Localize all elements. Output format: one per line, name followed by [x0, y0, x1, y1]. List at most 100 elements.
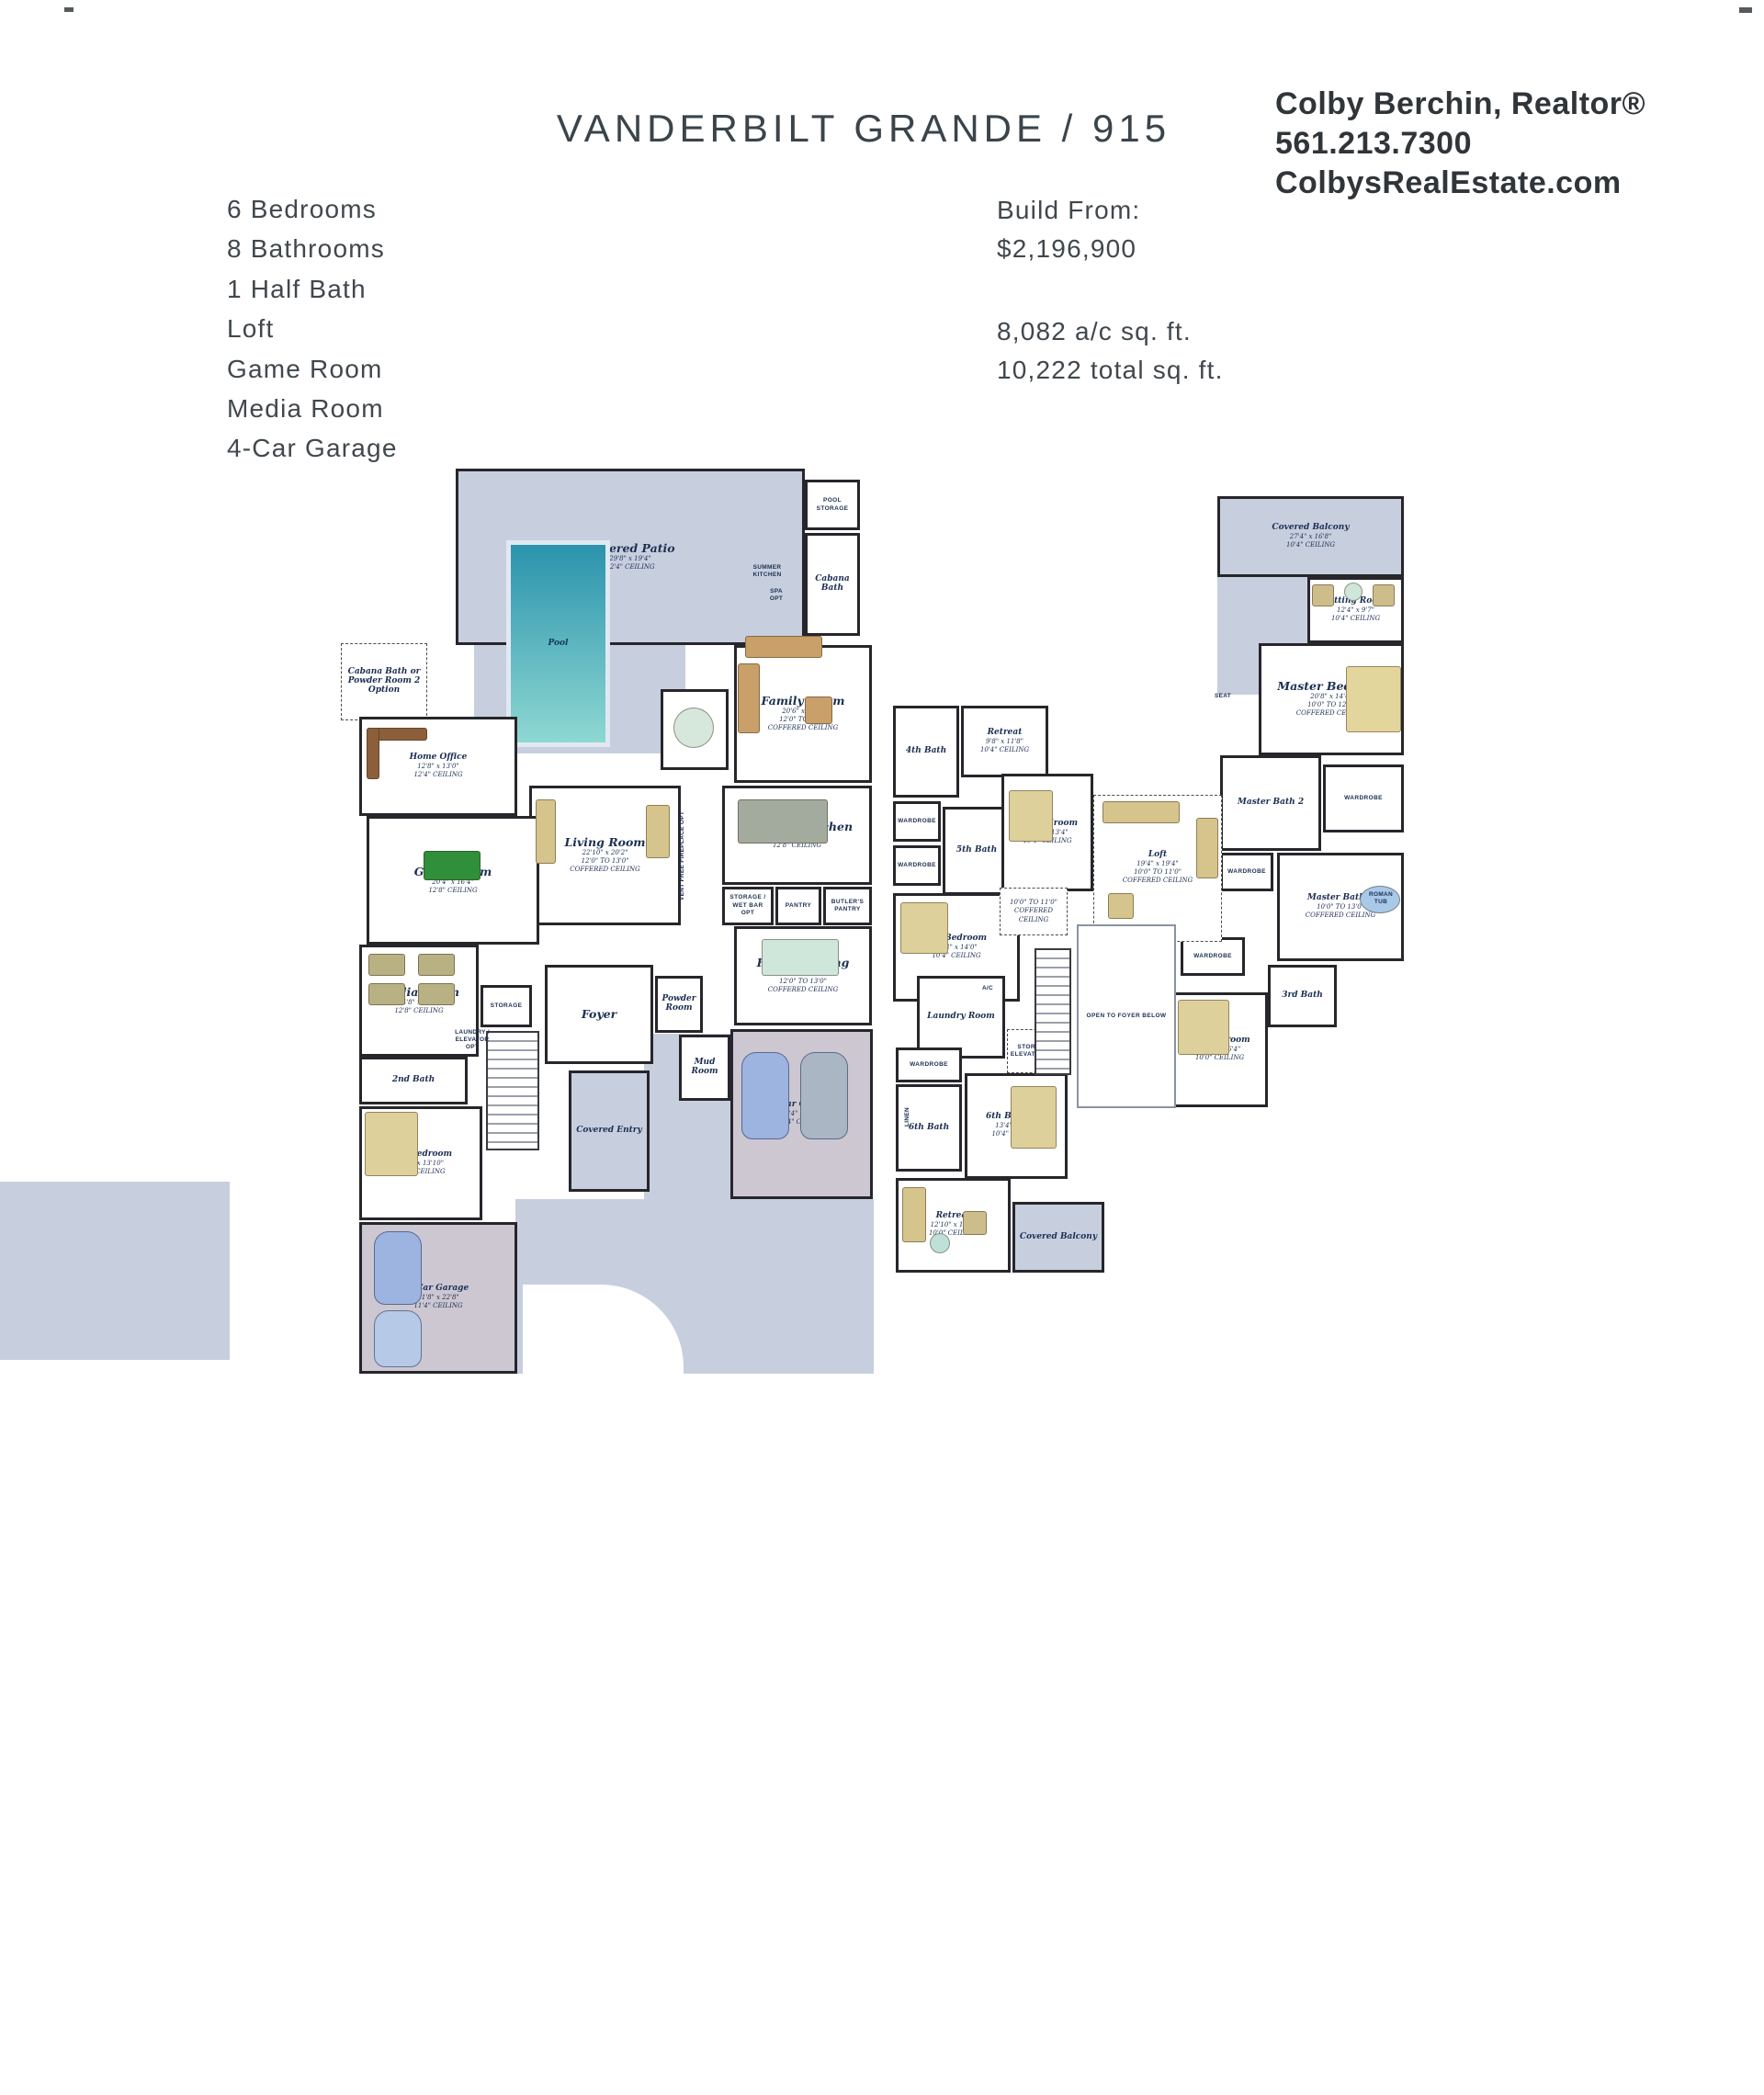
feature-item-4: Game Room	[227, 354, 383, 383]
room-label-covered-balcony-upper: Covered Balcony	[1272, 522, 1350, 532]
agent-phone: 561.213.7300	[1275, 125, 1472, 161]
build-from-label: Build From:	[997, 196, 1141, 224]
furniture-car-right-1	[741, 1052, 789, 1139]
room-label-foyer: Foyer	[581, 1007, 617, 1022]
furniture-pool-table	[424, 851, 481, 880]
room-label-wardrobe-a: WARDROBE	[898, 817, 936, 824]
room-label-cabana-bath: Cabana Bath	[815, 574, 850, 593]
furniture-kitchen-island	[738, 799, 828, 844]
room-dims-living-room-1: 12'0" TO 13'0"	[581, 857, 629, 866]
furniture-media-seat-4	[418, 983, 455, 1005]
room-label-covered-balcony-lower: Covered Balcony	[1019, 1231, 1098, 1241]
room-wardrobe-a: WARDROBE	[893, 801, 941, 842]
feature-item-6: 4-Car Garage	[227, 434, 398, 463]
feature-item-1: 8 Bathrooms	[227, 234, 385, 264]
room-fourth-bath: 4th Bath	[893, 706, 959, 798]
patch-scan-mark-right	[1739, 7, 1752, 13]
furniture-sitting-chair-2	[1373, 584, 1395, 606]
room-dims-media-room-1: 12'8" CEILING	[394, 1006, 444, 1014]
furniture-family-chair	[805, 696, 832, 724]
room-mud-room: Mud Room	[679, 1035, 730, 1101]
room-butlers-pantry: BUTLER'S PANTRY	[823, 887, 872, 925]
room-dims-covered-balcony-upper-0: 27'4" x 16'8"	[1289, 532, 1332, 540]
room-label-powder-room: Powder Room	[662, 994, 696, 1013]
room-dims-two-car-garage-left-0: 21'8" x 22'8"	[417, 1294, 459, 1302]
patch-scan-mark-left	[64, 7, 74, 12]
furniture-office-desk-side	[367, 728, 379, 779]
furniture-car-left-1	[374, 1231, 422, 1305]
room-wardrobe-b: WARDROBE	[893, 845, 941, 886]
room-label-pool: Pool	[548, 638, 569, 648]
room-label-laundry-room: Laundry Room	[927, 1012, 995, 1022]
room-wardrobe-3rd: WARDROBE	[1181, 937, 1245, 976]
room-dims-home-office-1: 12'4" CEILING	[413, 770, 463, 778]
room-sixth-bath: 6th Bath	[896, 1084, 962, 1172]
sqft-block: 8,082 a/c sq. ft. 10,222 total sq. ft.	[997, 312, 1224, 390]
room-dims-covered-balcony-upper-1: 10'4" CEILING	[1285, 540, 1336, 549]
furniture-bed-5th	[900, 902, 948, 954]
room-dims-retreat-lower-0: 12'10" x 16'7"	[930, 1221, 977, 1229]
furniture-bed-3rd	[1178, 1000, 1229, 1055]
room-label-fifth-bedroom: 5th Bedroom	[926, 933, 987, 943]
room-label-sitting-room: Sitting Room	[1325, 595, 1386, 606]
room-dims-master-bedroom-2: COFFERED CEILING	[1295, 709, 1367, 718]
total-sqft: 10,222 total sq. ft.	[997, 356, 1224, 384]
room-label-sixth-bath: 6th Bath	[908, 1122, 950, 1132]
room-label-wardrobe-master: WARDROBE	[1344, 794, 1383, 801]
room-dims-second-bedroom-0: 12'1" x 13'10"	[398, 1159, 444, 1167]
room-label-wardrobe-mb2: WARDROBE	[1227, 867, 1266, 875]
room-pool: Pool	[506, 540, 610, 747]
room-label-covered-entry: Covered Entry	[576, 1126, 642, 1136]
room-dims-second-bedroom-1: 12'4" CEILING	[396, 1167, 446, 1175]
room-label-home-office: Home Office	[409, 752, 468, 762]
stairs-first	[486, 1031, 539, 1150]
label-ac-unit: A/C	[981, 985, 994, 991]
room-dims-loft-0: 19'4" x 19'4"	[1136, 860, 1179, 868]
room-dims-sitting-room-1: 10'4" CEILING	[1330, 614, 1381, 622]
room-label-open-to-foyer-below: OPEN TO FOYER BELOW	[1086, 1012, 1167, 1019]
room-storage-wet-bar: STORAGE / WET BAR OPT	[722, 887, 774, 925]
room-label-retreat-lower: Retreat	[935, 1211, 971, 1221]
furniture-media-seat-2	[418, 954, 455, 976]
feature-item-5: Media Room	[227, 393, 384, 423]
furniture-family-sofa-long	[745, 636, 822, 658]
label-roman-tub-label: ROMAN TUB	[1368, 891, 1394, 905]
room-cabana-bath: Cabana Bath	[805, 533, 860, 636]
label-vent-free-fireplace: VENT FREE FIREPLACE OPT	[679, 810, 685, 900]
furniture-bed-6th	[1011, 1086, 1057, 1149]
furniture-car-right-2	[800, 1052, 848, 1139]
furniture-roman-tub	[1360, 886, 1400, 913]
furniture-car-left-2	[374, 1310, 422, 1367]
furniture-sitting-table	[1344, 583, 1363, 601]
label-linen: LINEN	[904, 1107, 910, 1127]
room-label-master-bath-2: Master Bath 2	[1237, 798, 1305, 808]
room-label-master-bath-1: Master Bath 1	[1306, 892, 1374, 902]
page-title: VANDERBILT GRANDE / 915	[556, 107, 1171, 150]
room-dims-third-bedroom-1: 10'0" CEILING	[1194, 1054, 1245, 1062]
furniture-retreat-table	[930, 1233, 950, 1253]
room-dims-master-bedroom-0: 20'8" x 14'4"	[1310, 693, 1352, 701]
label-spa-opt: SPA OPT	[769, 588, 784, 602]
furniture-living-sofa-right	[646, 805, 670, 858]
room-dims-living-room-0: 22'10" x 20'2"	[582, 849, 628, 857]
room-label-fourth-bath: 4th Bath	[905, 746, 947, 756]
room-dims-retreat-upper-0: 9'8" x 11'8"	[986, 737, 1023, 745]
furniture-sitting-chair-1	[1312, 584, 1334, 606]
room-label-butlers-pantry: BUTLER'S PANTRY	[831, 898, 865, 912]
room-dims-living-room-2: COFFERED CEILING	[570, 866, 640, 874]
room-dims-family-room-2: COFFERED CEILING	[767, 724, 839, 732]
room-label-third-bath: 3rd Bath	[1282, 991, 1323, 1001]
room-storage-understairs: STORAGE	[481, 985, 532, 1027]
room-dims-family-room-0: 20'6" x 21'4"	[782, 708, 824, 716]
label-laundry-elevator-opt: LAUNDRY / ELEVATOR OPT	[455, 1029, 490, 1050]
furniture-bed-2nd	[365, 1112, 418, 1176]
pricing-block: Build From: $2,196,900 8,082 a/c sq. ft.…	[997, 191, 1224, 390]
furniture-formal-dining-table	[762, 939, 839, 976]
room-pantry: PANTRY	[775, 887, 821, 925]
room-dims-loft-2: COFFERED CEILING	[1122, 877, 1193, 885]
room-label-two-car-garage-left: 2 Car Garage	[407, 1284, 469, 1294]
room-label-wardrobe-3rd: WARDROBE	[1193, 952, 1232, 959]
